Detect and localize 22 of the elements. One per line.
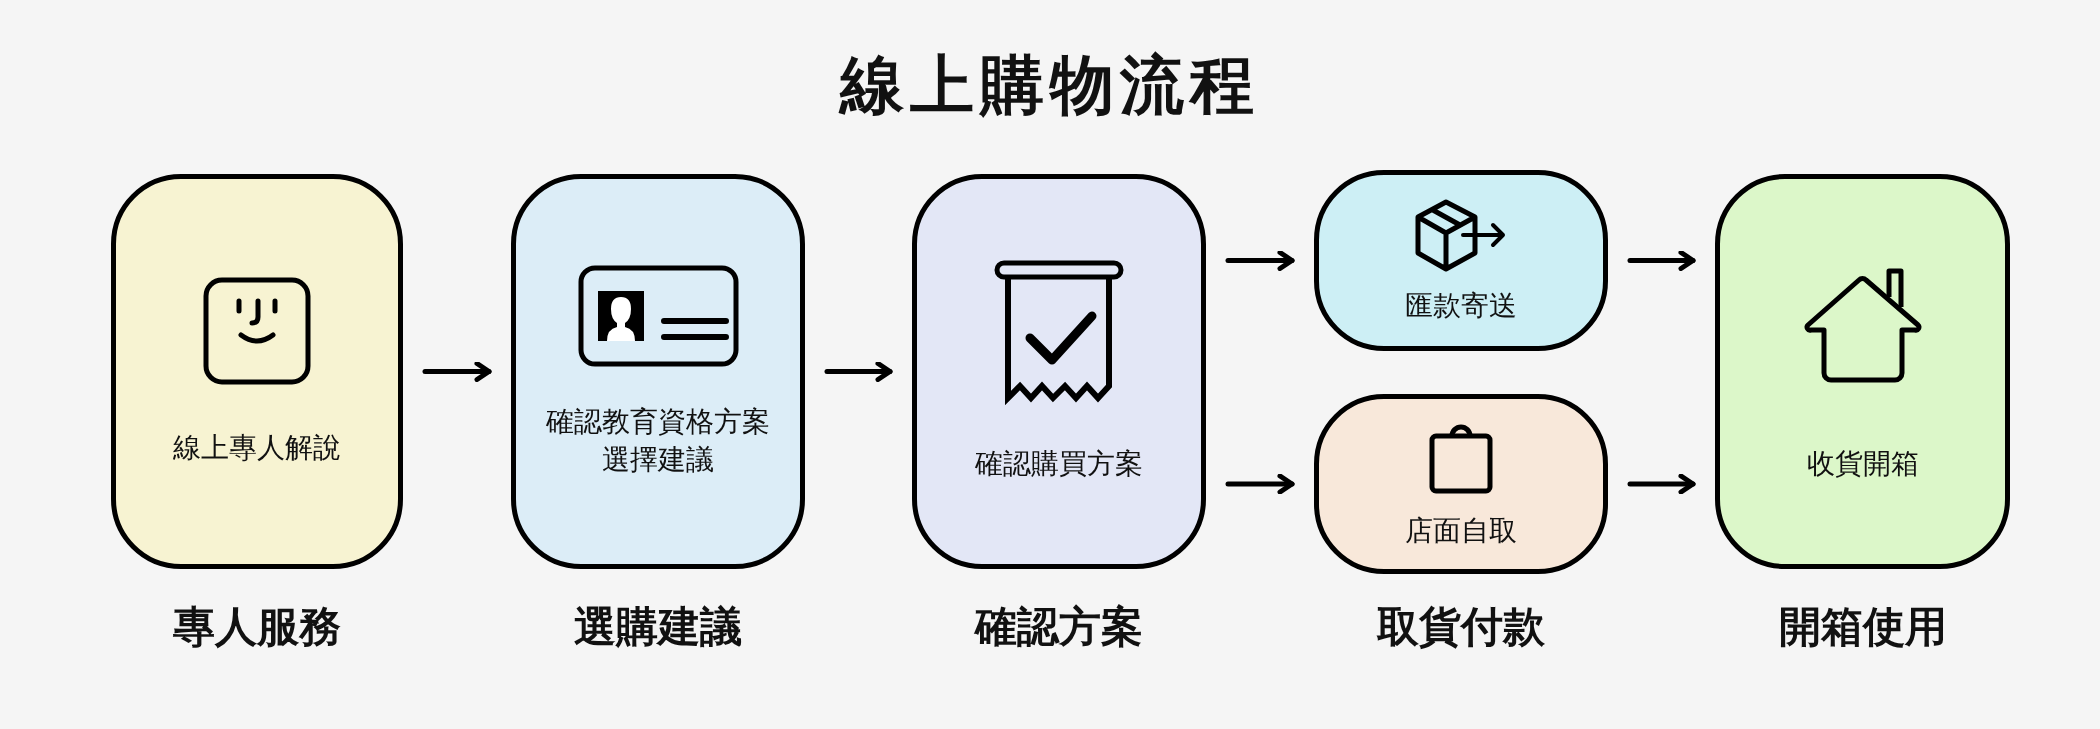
step-caption: 開箱使用 (1777, 601, 1948, 653)
arrow (1225, 473, 1295, 495)
step-card (912, 174, 1206, 569)
step-description: 收貨開箱 (1805, 445, 1920, 482)
step-caption: 選購建議 (573, 601, 743, 653)
step-card (1715, 174, 2010, 569)
diagram-title: 線上購物流程 (840, 47, 1260, 124)
step-caption: 專人服務 (172, 601, 342, 653)
step-description: 確認教育資格方案選擇建議 (546, 403, 770, 478)
arrow (1225, 250, 1295, 271)
step-description: 確認購買方案 (974, 446, 1144, 483)
group-caption: 取貨付款 (1375, 601, 1546, 653)
arrow (422, 361, 492, 382)
step-card (511, 174, 805, 569)
arrow (1627, 250, 1696, 271)
arrow (824, 361, 893, 382)
arrow (1627, 473, 1696, 495)
step-description: 匯款寄送 (1404, 287, 1518, 324)
step-description: 線上專人解說 (172, 429, 342, 466)
step-caption: 確認方案 (973, 601, 1144, 653)
step-description: 店面自取 (1404, 513, 1518, 550)
step-card (111, 174, 403, 569)
